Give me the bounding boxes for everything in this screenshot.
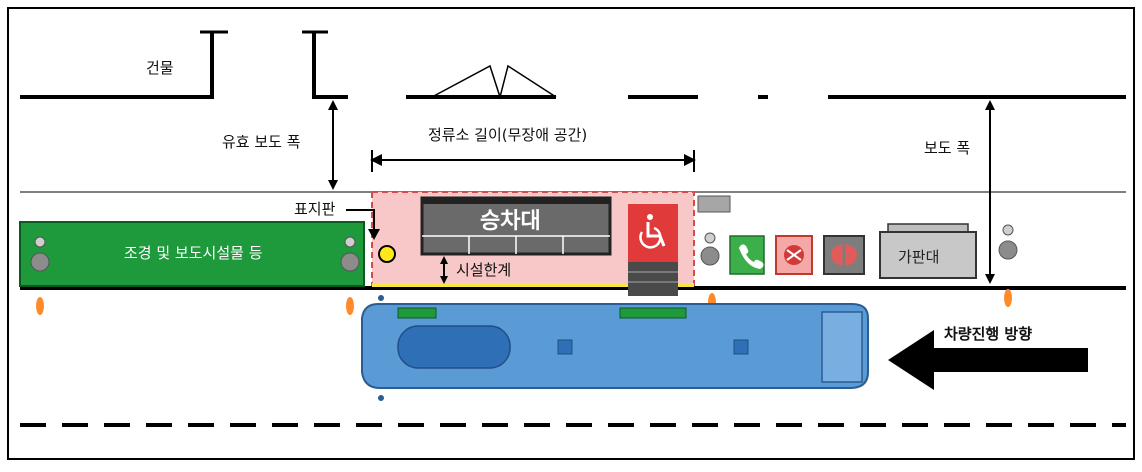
signboard-label: 가판대 <box>898 248 939 266</box>
signpost-arrow <box>346 209 375 232</box>
effective-width-dimension <box>328 100 338 190</box>
phone-icon <box>729 235 765 275</box>
traffic-direction-label: 차량진행 방향 <box>944 325 1032 343</box>
building-label: 건물 <box>146 59 174 77</box>
wheelchair-icon <box>639 214 666 249</box>
left-arrow-icon <box>888 330 1088 390</box>
stop-length-label: 정류소 길이(무장애 공간) <box>428 126 587 144</box>
stop-length-dimension <box>370 150 696 172</box>
bollard-icon <box>998 224 1018 307</box>
signpost-marker <box>378 245 396 263</box>
boarding-shelter <box>420 196 612 256</box>
accessible-zone <box>628 204 678 296</box>
facility-limit-label: 시설한계 <box>456 261 511 279</box>
mailbox-icon <box>775 235 813 275</box>
boarding-area-label: 승차대 <box>480 209 541 234</box>
signpost-label: 표지판 <box>294 200 336 218</box>
landscape-block <box>19 221 365 287</box>
curb-yellow-strip <box>372 283 694 287</box>
trash-icon <box>823 235 865 275</box>
effective-sidewalk-width-label: 유효 보도 폭 <box>222 133 301 151</box>
bollard-icon <box>30 236 50 315</box>
utility-box <box>697 195 731 213</box>
landscape-label: 조경 및 보도시설물 등 <box>124 244 263 262</box>
bollard-icon <box>340 236 360 315</box>
building-outline <box>20 30 1126 100</box>
signboard-icon <box>879 223 977 279</box>
sidewalk-width-label: 보도 폭 <box>924 139 970 157</box>
bus <box>361 295 869 401</box>
